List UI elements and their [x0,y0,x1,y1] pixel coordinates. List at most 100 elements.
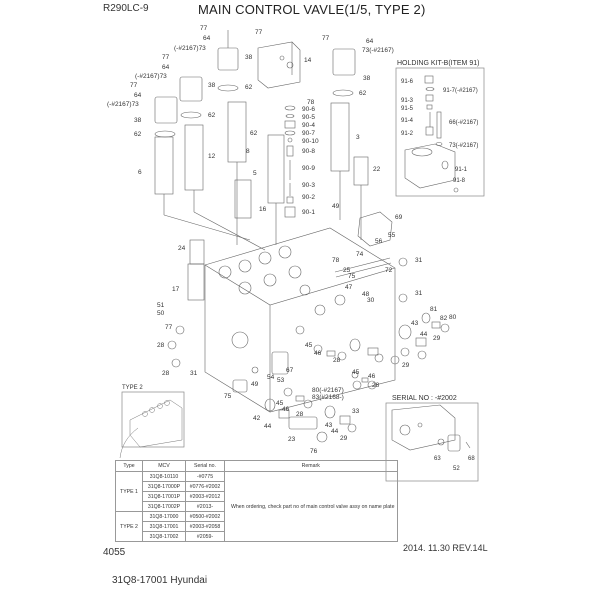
part-callout: 50 [157,310,165,317]
part-callout: 14 [304,57,312,64]
part-callout: (-#2167)73 [107,101,139,108]
part-callout: 74 [356,251,364,258]
callout: 73(-#2167) [449,143,478,149]
part-callout: 77 [322,35,330,42]
part-callout: 78 [307,99,315,106]
part-callout: 78 [332,257,340,264]
serial-cell: #2013- [185,501,225,512]
part-callout: 67 [286,367,294,374]
part-callout: 51 [157,302,165,309]
part-callout: 62 [359,90,367,97]
part-callout: 33 [352,408,360,415]
part-callout: 43 [325,422,333,429]
part-callout: 38 [363,75,371,82]
col-serial: Serial no. [185,460,225,472]
callout: 91-1 [455,167,468,173]
table-row: TYPE 1 31Q8-10110 -#0775 When ordering, … [115,471,398,542]
part-callout: 31 [190,370,198,377]
col-mcv: MCV [142,460,186,472]
cover-53 [271,351,289,375]
holding-kit-box: HOLDING KIT-B(ITEM 91) 91-6 91-7(-#2167)… [395,60,485,197]
part-callout: 44 [264,423,272,430]
part-callout: 30 [367,297,375,304]
part-callout: 90-3 [302,182,315,189]
part-callout: 44 [420,331,428,338]
part-callout: 80(-#2167) [312,387,344,394]
part-callout: 77 [162,54,170,61]
part-callout: 5 [253,170,257,177]
part-callout: 28 [296,411,304,418]
part-callout: 77 [130,82,138,89]
holding-kit-title: HOLDING KIT-B(ITEM 91) [397,60,479,67]
col-remark: Remark [224,460,398,472]
part-callout: 28 [372,382,380,389]
col-type: Type [115,460,143,472]
type2-title: TYPE 2 [122,385,143,391]
valve-24 [189,239,205,265]
serial-cell: #2003-#2012 [185,491,225,502]
part-callout: 46 [314,350,322,357]
mcv-cell: 31Q8-17000 [142,511,186,522]
part-callout: 46 [282,406,290,413]
part-callout: 6 [138,169,142,176]
part-callout: 25 [343,267,351,274]
callout: 91-7(-#2167) [443,88,478,94]
mcv-cell: 31Q8-17002 [142,531,186,542]
part-callout: 29 [433,335,441,342]
part-callout: 76 [310,448,318,455]
callout: 68 [468,456,475,462]
page-number: 4055 [103,547,126,558]
part-callout: 77 [255,29,263,36]
part-callout: 42 [253,415,261,422]
spool-12 [184,124,204,191]
part-callout: 75 [348,273,356,280]
part-callout: 90-7 [302,130,315,137]
part-callout: 22 [373,166,381,173]
part-callout: 3 [356,134,360,141]
plug-23 [288,416,318,430]
part-callout: 38 [134,117,142,124]
callout: 91-6 [401,79,414,85]
part-callout: 90-4 [302,122,315,129]
part-callout: 28 [157,342,165,349]
part-callout: 49 [332,203,340,210]
part-callout: 31 [415,257,423,264]
part-callout: 28 [162,370,170,377]
part-callout: 64 [162,64,170,71]
part-callout: 90-10 [302,138,319,145]
table-row: TYPE 2 31Q8-17000 #0500-#2002 [115,511,398,542]
serial-cell: #0500-#2002 [185,511,225,522]
part-callout: 16 [259,206,267,213]
callouts: 77 64 (-#2167)73 38 62 77 64 (-#2167)73 … [107,25,457,455]
part-number-footer: 31Q8-17001 Hyundai [112,575,208,586]
part-callout: 80 [449,314,457,321]
solenoid-3 [154,96,178,138]
type-cell: TYPE 2 [115,511,143,542]
part-callout: 44 [331,428,339,435]
part-callout: 12 [208,153,216,160]
part-callout: 31 [415,290,423,297]
mcv-cell: 31Q8-10110 [142,471,186,482]
part-callout: 53 [277,377,285,384]
part-callout: 8 [246,148,250,155]
part-callout: 64 [366,38,374,45]
part-callout: 47 [345,284,353,291]
callout: 63 [434,456,441,462]
solenoid-4 [332,48,356,97]
mcv-cell: 31Q8-17000P [142,481,186,492]
serial-box-title: SERIAL NO : -#2002 [392,395,457,402]
part-callout: 64 [134,92,142,99]
part-callout: 72 [385,267,393,274]
part-callout: 48 [362,291,370,298]
type2-inset: TYPE 2 [119,385,185,459]
mcv-table: Type MCV Serial no. Remark TYPE 1 31Q8-1… [115,460,398,542]
table-row: 31Q8-17002 #2059- [116,531,398,542]
part-callout: 77 [165,324,173,331]
callout: 91-5 [401,106,414,112]
part-callout: 90-5 [302,114,315,121]
part-callout: 55 [388,232,396,239]
part-callout: 45 [276,400,284,407]
page-title: MAIN CONTROL VAVLE(1/5, TYPE 2) [198,2,426,17]
mcv-cell: 31Q8-17001P [142,491,186,502]
part-callout: 62 [245,84,253,91]
